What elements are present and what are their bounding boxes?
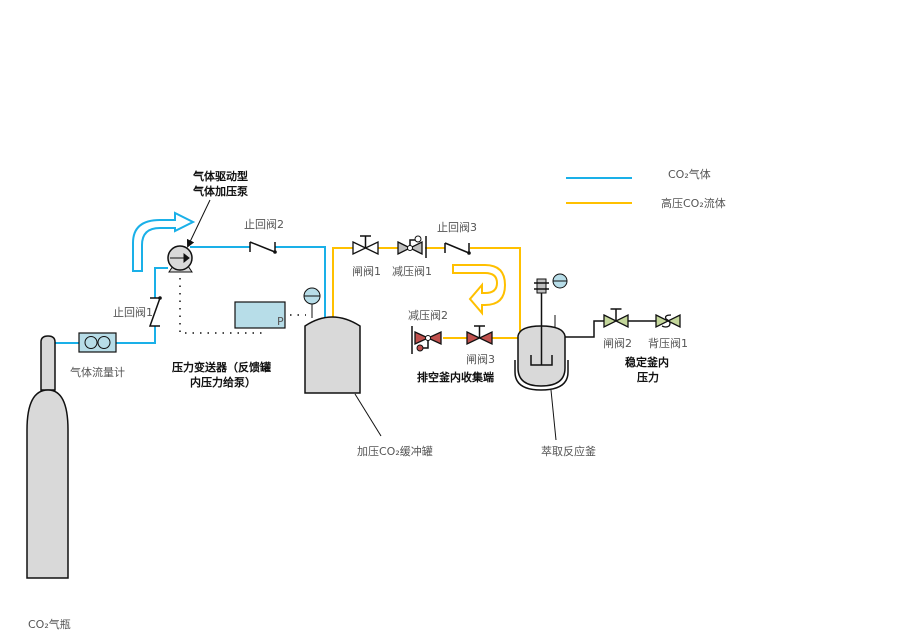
pipe-pump-to-tank: [190, 246, 326, 318]
buffer-tank-label: 加压CO₂缓冲罐: [357, 444, 433, 458]
stabilize-pressure-line1: 稳定釜内: [625, 355, 669, 369]
reducing-valve-2: 减压阀2: [408, 308, 448, 354]
gas-booster-pump: 气体驱动型 气体加压泵: [167, 169, 248, 273]
legend: CO₂气体 高压CO₂流体: [566, 167, 726, 210]
check-valve-2-label: 止回阀2: [244, 217, 284, 231]
back-pressure-valve-1: 背压阀1 稳定釜内 压力: [625, 313, 688, 384]
transmitter-symbol: P: [277, 315, 284, 328]
legend-co2-gas-label: CO₂气体: [668, 167, 711, 181]
pipe-cylinder-to-pump: [55, 267, 168, 344]
flowmeter-label: 气体流量计: [70, 365, 125, 379]
gate-valve-1-label: 闸阀1: [352, 264, 381, 278]
gas-flowmeter: 气体流量计: [70, 332, 125, 379]
check-valve-2: 止回阀2: [244, 217, 284, 254]
gate-valve-1: 闸阀1: [352, 235, 381, 278]
co2-gas-pipes: [55, 211, 326, 344]
legend-hp-co2-label: 高压CO₂流体: [661, 196, 726, 210]
check-valve-1-label: 止回阀1: [113, 305, 153, 319]
pump-label-line2: 气体加压泵: [192, 184, 248, 198]
check-valve-1: 止回阀1: [113, 296, 162, 327]
reducing-valve-2-label: 减压阀2: [408, 308, 448, 322]
extraction-reactor: 萃取反应釜: [514, 273, 596, 458]
check-valve-3-label: 止回阀3: [437, 220, 477, 234]
pipe-reactor-outlet: [565, 320, 656, 338]
buffer-tank: 加压CO₂缓冲罐: [303, 287, 433, 458]
hp-co2-pipes: [332, 247, 521, 339]
cylinder-label: CO₂气瓶: [28, 617, 71, 631]
transmitter-label-line2: 内压力给泵）: [190, 375, 256, 389]
co2-cylinder: CO₂气瓶: [26, 335, 71, 631]
gate-valve-2-label: 闸阀2: [603, 336, 632, 350]
reducing-valve-1-label: 减压阀1: [392, 264, 432, 278]
flow-arrow-yellow-icon: [452, 264, 507, 316]
signal-line: [179, 278, 306, 334]
gate-valve-2: 闸阀2: [603, 308, 632, 350]
stabilize-pressure-line2: 压力: [637, 370, 659, 384]
flow-arrow-blue-icon: [132, 211, 196, 272]
vent-collection-label: 排空釜内收集端: [417, 370, 494, 384]
reducing-valve-1: 减压阀1: [392, 235, 432, 278]
transmitter-label-line1: 压力变送器（反馈罐: [172, 360, 271, 374]
back-pressure-valve-1-label: 背压阀1: [648, 336, 688, 350]
gate-valve-3-label: 闸阀3: [466, 352, 495, 366]
pipe-tank-to-reactor: [332, 247, 521, 333]
reactor-label: 萃取反应釜: [541, 444, 596, 458]
gate-valve-3: 闸阀3 排空釜内收集端: [417, 325, 495, 384]
check-valve-3: 止回阀3: [437, 220, 477, 255]
pressure-transmitter: P 压力变送器（反馈罐 内压力给泵）: [172, 301, 286, 389]
pump-label-line1: 气体驱动型: [192, 169, 248, 183]
